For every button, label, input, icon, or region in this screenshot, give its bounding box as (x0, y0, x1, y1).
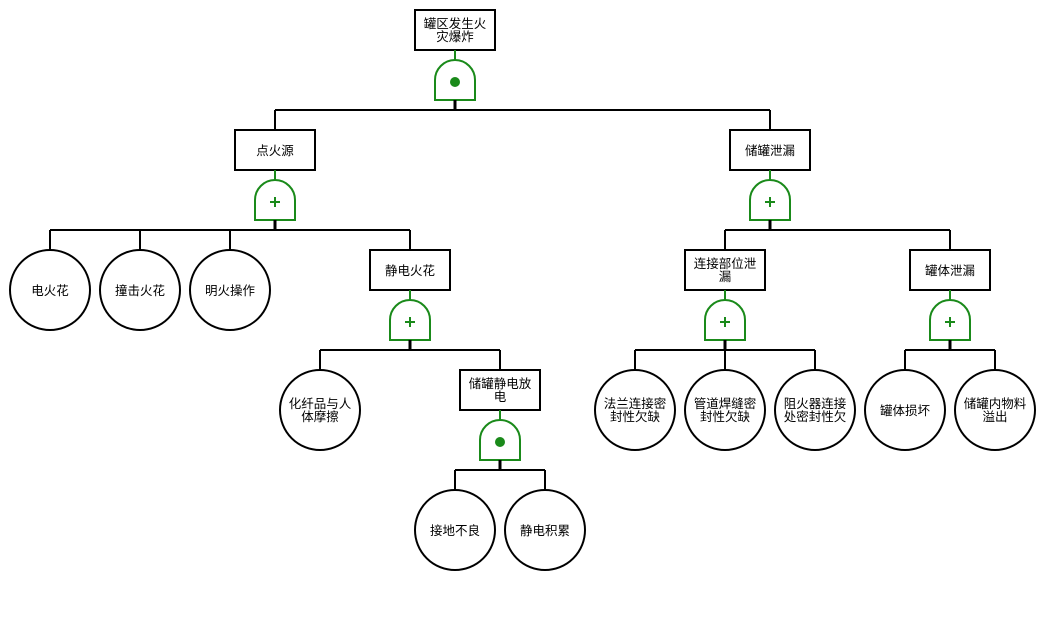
basic-event-circle (9, 249, 91, 331)
and-gate-dot-icon (450, 77, 460, 87)
basic-event-circle (864, 369, 946, 451)
event-box (459, 369, 541, 411)
basic-event-circle (279, 369, 361, 451)
event-box (369, 249, 451, 291)
basic-event-circle (594, 369, 676, 451)
basic-event-circle (684, 369, 766, 451)
event-box (729, 129, 811, 171)
event-box (684, 249, 766, 291)
basic-event-circle (774, 369, 856, 451)
basic-event-circle (189, 249, 271, 331)
event-box (414, 9, 496, 51)
event-box (909, 249, 991, 291)
basic-event-circle (504, 489, 586, 571)
and-gate-dot-icon (495, 437, 505, 447)
basic-event-circle (954, 369, 1036, 451)
basic-event-circle (99, 249, 181, 331)
event-box (234, 129, 316, 171)
basic-event-circle (414, 489, 496, 571)
